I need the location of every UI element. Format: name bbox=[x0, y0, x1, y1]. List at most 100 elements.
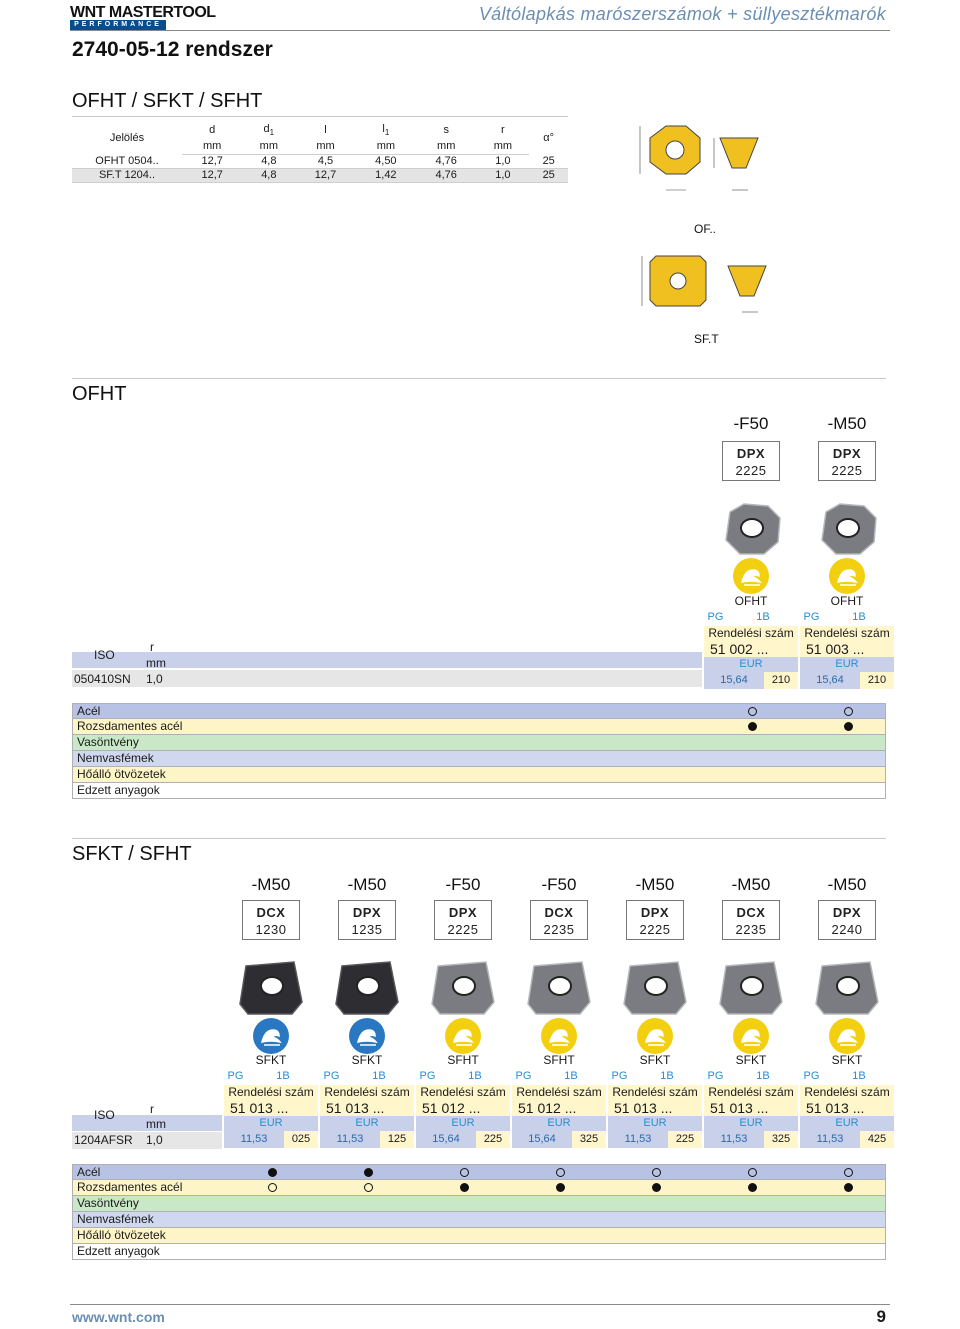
footer-url[interactable]: www.wnt.com bbox=[72, 1309, 165, 1325]
order-number[interactable]: 51 013 ... bbox=[704, 1100, 798, 1116]
order-number[interactable]: 51 013 ... bbox=[224, 1100, 318, 1116]
order-number-label: Rendelési szám bbox=[704, 1085, 798, 1100]
dim-header-d: d bbox=[209, 124, 216, 136]
order-number-label: Rendelési szám bbox=[800, 1085, 894, 1100]
order-number[interactable]: 51 013 ... bbox=[800, 1100, 894, 1116]
dim-unit: mm bbox=[182, 138, 243, 155]
pg-label: PG bbox=[800, 1068, 824, 1084]
price: 15,64 bbox=[416, 1131, 476, 1148]
dim-unit: mm bbox=[242, 138, 296, 155]
coating-badge-icon bbox=[637, 1018, 673, 1054]
dim-header-r: r bbox=[501, 124, 505, 136]
pg-label: PG bbox=[704, 1068, 728, 1084]
iso-mm-label: mm bbox=[146, 656, 166, 670]
section3-title: SFKT / SFHT bbox=[72, 843, 192, 865]
column-header: -M50 bbox=[827, 414, 867, 433]
column-header: -M50 bbox=[251, 875, 291, 894]
insert-type: SFKT bbox=[735, 1053, 767, 1067]
pg-code: 1B bbox=[276, 1070, 290, 1082]
grade-code: 025 bbox=[284, 1131, 318, 1148]
grade-number: 2225 bbox=[447, 922, 479, 937]
grade-box: DPX 2225 bbox=[434, 900, 492, 940]
material-name: Vasöntvény bbox=[77, 735, 139, 749]
material-name: Rozsdamentes acél bbox=[77, 719, 183, 733]
page-number: 9 bbox=[876, 1307, 886, 1326]
material-row: Vasöntvény bbox=[72, 1196, 886, 1212]
price: 11,53 bbox=[608, 1131, 668, 1148]
coating-badge-icon bbox=[733, 1018, 769, 1054]
column-header: -F50 bbox=[541, 875, 577, 894]
drawing2-caption: SF.T bbox=[694, 332, 719, 346]
dim-row-name: SF.T 1204.. bbox=[72, 168, 182, 183]
currency-label: EUR bbox=[800, 657, 894, 672]
column-header: -M50 bbox=[347, 875, 387, 894]
iso-mm-label: mm bbox=[146, 1117, 166, 1131]
material-name: Nemvasfémek bbox=[77, 1212, 154, 1226]
coating-badge-icon bbox=[445, 1018, 481, 1054]
suitability-secondary-dot bbox=[748, 1168, 757, 1177]
insert-type: SFKT bbox=[351, 1053, 383, 1067]
dim-cell: 4,8 bbox=[242, 154, 296, 169]
material-name: Hőálló ötvözetek bbox=[77, 767, 166, 781]
coating-badge-icon bbox=[253, 1018, 289, 1054]
currency-label: EUR bbox=[416, 1116, 510, 1131]
order-number[interactable]: 51 012 ... bbox=[416, 1100, 510, 1116]
dim-cell: 4,8 bbox=[242, 168, 296, 183]
price: 11,53 bbox=[704, 1131, 764, 1148]
grade-family: DCX bbox=[256, 905, 286, 920]
dim-cell: 4,76 bbox=[416, 154, 477, 169]
grade-family: DPX bbox=[832, 446, 862, 461]
iso-row-band bbox=[72, 1132, 222, 1149]
suitability-primary-dot bbox=[460, 1183, 469, 1192]
grade-code: 325 bbox=[572, 1131, 606, 1148]
suitability-secondary-dot bbox=[364, 1183, 373, 1192]
dim-cell: 1,42 bbox=[355, 168, 417, 183]
insert-drawing-square bbox=[641, 255, 767, 313]
insert-photo bbox=[812, 500, 882, 560]
dim-cell: 12,7 bbox=[182, 154, 243, 169]
section1-title: OFHT / SFKT / SFHT bbox=[72, 90, 263, 112]
suitability-secondary-dot bbox=[652, 1168, 661, 1177]
grade-code: 125 bbox=[380, 1131, 414, 1148]
order-number[interactable]: 51 012 ... bbox=[512, 1100, 606, 1116]
dim-cell: 1,0 bbox=[476, 168, 530, 183]
column-header: -F50 bbox=[445, 875, 481, 894]
pg-code: 1B bbox=[372, 1070, 386, 1082]
pg-label: PG bbox=[608, 1068, 632, 1084]
iso-row-name: 050410SN bbox=[74, 672, 131, 686]
grade-number: 2240 bbox=[831, 922, 863, 937]
order-number[interactable]: 51 002 ... bbox=[704, 641, 798, 657]
suitability-secondary-dot bbox=[460, 1168, 469, 1177]
suitability-primary-dot bbox=[652, 1183, 661, 1192]
iso-label: ISO bbox=[94, 1108, 115, 1122]
dim-cell: 12,7 bbox=[182, 168, 243, 183]
insert-photo bbox=[812, 958, 882, 1018]
pg-code: 1B bbox=[852, 1070, 866, 1082]
grade-family: DPX bbox=[640, 905, 670, 920]
suitability-secondary-dot bbox=[556, 1168, 565, 1177]
pg-row: PG 1B bbox=[800, 1068, 894, 1084]
page-title: 2740-05-12 rendszer bbox=[72, 38, 273, 61]
price: 15,64 bbox=[800, 672, 860, 689]
material-name: Hőálló ötvözetek bbox=[77, 1228, 166, 1242]
currency-label: EUR bbox=[704, 657, 798, 672]
pg-label: PG bbox=[416, 1068, 440, 1084]
order-number[interactable]: 51 013 ... bbox=[608, 1100, 702, 1116]
material-row: Nemvasfémek bbox=[72, 1212, 886, 1228]
order-number[interactable]: 51 003 ... bbox=[800, 641, 894, 657]
pg-label: PG bbox=[512, 1068, 536, 1084]
material-name: Acél bbox=[77, 1165, 101, 1179]
grade-family: DPX bbox=[448, 905, 478, 920]
order-number[interactable]: 51 013 ... bbox=[320, 1100, 414, 1116]
